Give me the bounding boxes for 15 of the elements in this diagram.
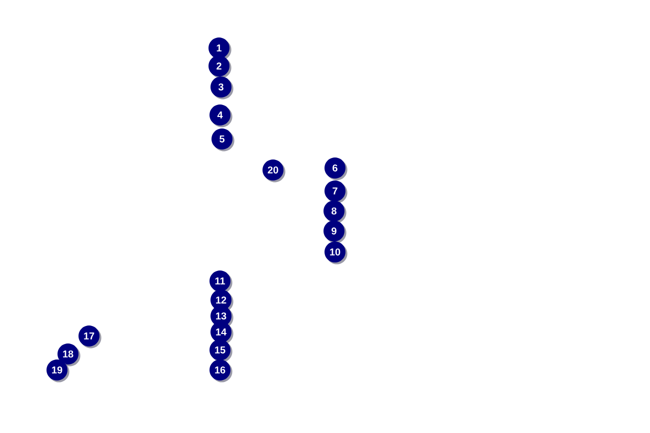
callout-number: 15 (210, 339, 232, 362)
callout-number: 6 (324, 158, 348, 180)
callout-number: 2 (208, 56, 232, 78)
callout-number: 3 (210, 76, 234, 100)
callout-number: 7 (324, 180, 348, 204)
callout-number: 16 (210, 359, 232, 382)
callout-number: 8 (324, 200, 346, 224)
callout-number: 10 (324, 242, 348, 264)
callout-number: 9 (324, 220, 346, 244)
callout-number: 5 (212, 128, 234, 152)
callout-number: 20 (262, 160, 286, 182)
callout-number: 19 (46, 359, 70, 382)
callout-number: 4 (210, 104, 232, 128)
callout-number: 17 (78, 325, 102, 348)
callout-number: 11 (210, 270, 232, 294)
